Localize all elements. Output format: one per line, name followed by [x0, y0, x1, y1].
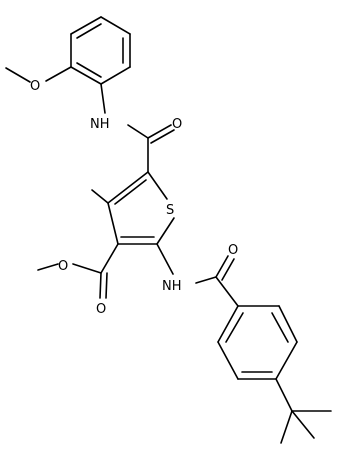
bond	[271, 312, 289, 343]
bond	[275, 341, 298, 380]
thiophene-sulfur-label: S	[166, 203, 174, 218]
bond	[215, 276, 239, 307]
bond	[107, 202, 119, 245]
bond	[45, 66, 72, 82]
bond	[215, 255, 229, 278]
bond	[72, 263, 102, 274]
bond	[147, 124, 172, 139]
bond	[221, 258, 235, 281]
bond	[107, 171, 149, 204]
bond	[70, 16, 102, 35]
bond	[91, 189, 109, 204]
bond	[156, 243, 174, 275]
bond	[100, 16, 131, 35]
bond	[70, 66, 102, 85]
bond	[150, 129, 175, 144]
bond	[217, 341, 239, 380]
bond	[225, 312, 244, 343]
bond	[280, 410, 293, 444]
ester-carbonyl-oxygen-label: O	[96, 302, 106, 317]
bond	[156, 217, 175, 245]
bond	[127, 124, 149, 139]
bond	[37, 263, 59, 271]
bond	[100, 83, 106, 114]
bond	[278, 305, 298, 343]
methoxy-oxygen-label: O	[30, 79, 40, 94]
bond	[76, 23, 102, 39]
benzamide-nh-label: NH	[162, 279, 182, 294]
benzamide-oxygen-label: O	[228, 243, 238, 258]
bond	[291, 410, 315, 439]
bond	[105, 272, 108, 299]
bond	[76, 62, 102, 78]
anilide-nh-label: NH	[90, 117, 110, 132]
bond	[99, 272, 102, 299]
bond	[217, 305, 239, 343]
ester-ether-oxygen-label: O	[58, 259, 68, 274]
amide-oxygen-label: O	[172, 117, 182, 132]
bond	[195, 276, 217, 284]
bond-lines	[5, 16, 332, 444]
bond	[100, 66, 131, 85]
bond	[114, 179, 147, 205]
atom-labels: O NH O S O O NH O	[30, 79, 238, 317]
bond	[147, 171, 168, 200]
bond	[100, 243, 119, 274]
bond	[275, 378, 293, 412]
bond	[5, 67, 31, 83]
